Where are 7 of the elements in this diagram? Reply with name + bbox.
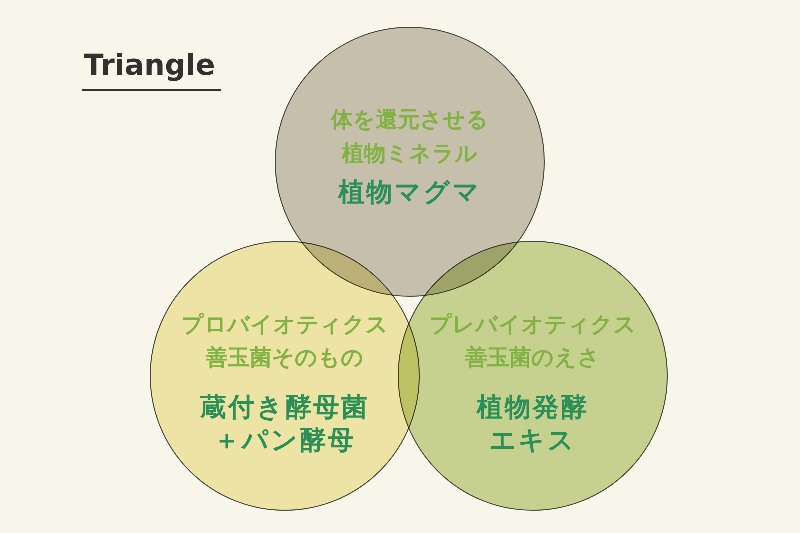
circle-subtitle: プレバイオティクス善玉菌のえさ [430, 312, 636, 373]
circle-title: 植物発酵エキス [477, 392, 589, 458]
circle-title: 蔵付き酵母菌＋パン酵母 [200, 392, 370, 458]
diagram-title: Triangle [84, 48, 216, 82]
circle-title: 植物マグマ [338, 177, 482, 210]
circle-subtitle: 体を還元させる植物ミネラル [331, 107, 489, 169]
circle-subtitle: プロバイオティクス善玉菌そのもの [182, 312, 388, 373]
